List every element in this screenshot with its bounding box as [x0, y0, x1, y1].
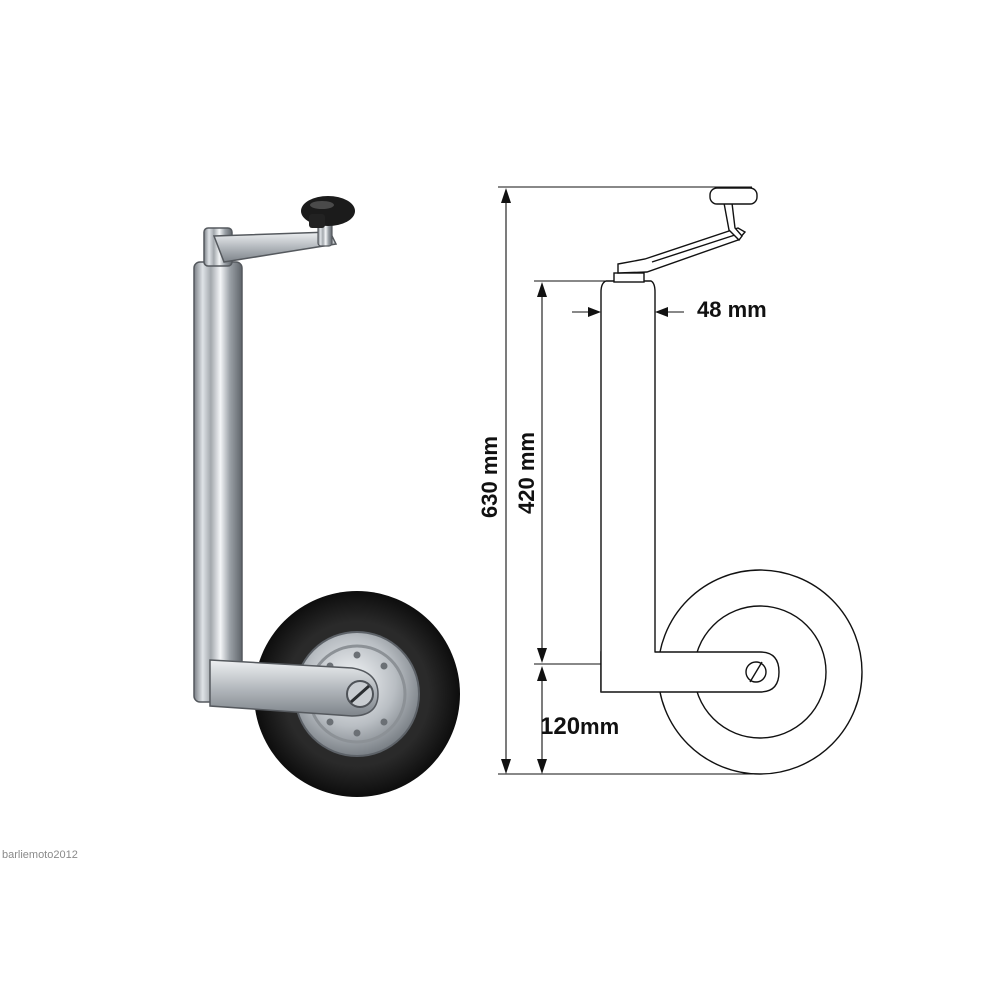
drawing-fork — [600, 651, 780, 693]
rim-bolt — [353, 651, 361, 659]
rim-bolt — [380, 718, 388, 726]
arrow-down-icon — [501, 759, 511, 774]
arrow-up-icon — [537, 666, 547, 681]
dimension-tube-length: 420 mm — [514, 432, 539, 514]
drawing-axle-slot — [749, 661, 763, 683]
dimension-tube-diameter: 48 mm — [697, 297, 767, 322]
dimension-wheel-offset: 120mm — [540, 713, 619, 741]
dimension-lines — [498, 186, 760, 775]
arrow-left-icon — [655, 307, 668, 317]
jack-tube — [193, 261, 243, 703]
axle-slot — [350, 684, 370, 704]
arrow-right-icon — [588, 307, 601, 317]
drawing-collar — [613, 272, 645, 283]
dimension-wheel-offset-unit: mm — [580, 714, 620, 739]
arrow-down-icon — [537, 759, 547, 774]
rim-bolt — [326, 718, 334, 726]
rim-bolt — [353, 729, 361, 737]
drawing-crank-edge — [651, 233, 739, 263]
drawing-crank — [617, 227, 747, 274]
knob-highlight — [310, 201, 334, 209]
arrow-up-icon — [537, 282, 547, 297]
drawing-tube — [600, 280, 656, 692]
jockey-wheel-drawing — [600, 187, 863, 775]
dimension-wheel-offset-value: 120 — [540, 713, 581, 740]
arrow-up-icon — [501, 188, 511, 203]
wheel-fork — [209, 659, 379, 717]
crank-handle — [212, 231, 338, 263]
drawing-knob — [709, 187, 758, 205]
watermark: barliemoto2012 — [2, 849, 78, 861]
dimension-total-height: 630 mm — [477, 436, 502, 518]
jockey-wheel-photo — [193, 196, 460, 797]
arrow-down-icon — [537, 648, 547, 663]
knob-stem — [309, 214, 325, 228]
rim-bolt — [380, 662, 388, 670]
